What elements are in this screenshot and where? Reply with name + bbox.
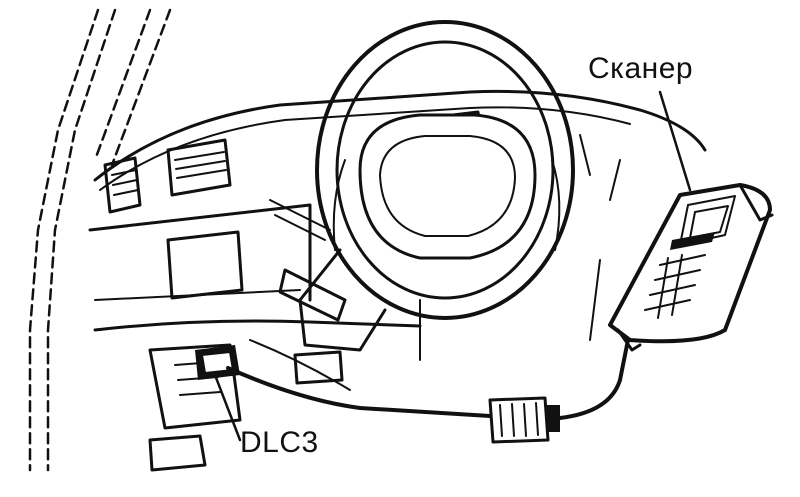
scanner-device	[608, 183, 774, 352]
air-vent-center	[166, 138, 232, 197]
steering-column	[269, 199, 387, 352]
cable-plug	[488, 396, 560, 444]
scanner-cable	[226, 338, 630, 420]
air-vent-left	[103, 156, 142, 214]
dlc3-label: DLC3	[240, 426, 319, 459]
dlc3-leader-line	[213, 373, 242, 442]
scanner-label: Сканер	[588, 52, 694, 85]
dashboard	[88, 89, 707, 332]
a-pillar	[28, 8, 172, 472]
dlc3-socket	[195, 345, 240, 380]
center-panel	[166, 230, 244, 300]
steering-wheel	[315, 20, 575, 320]
scanner-leader-line	[658, 90, 692, 192]
